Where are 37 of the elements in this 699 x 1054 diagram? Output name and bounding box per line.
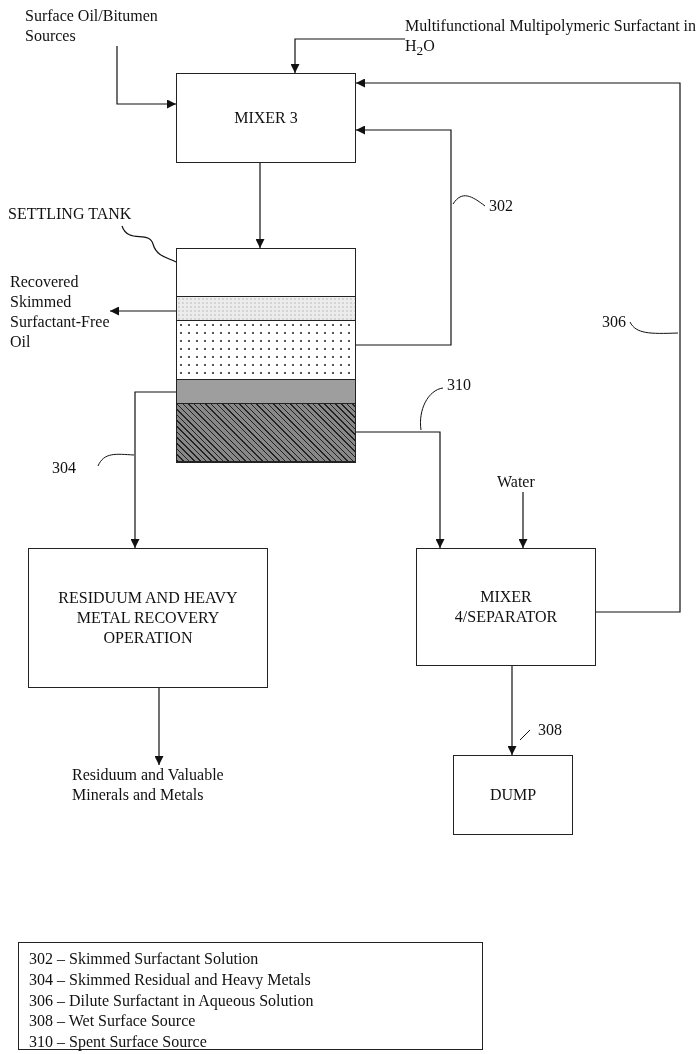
flow-label: Surface Oil/Bitumen Sources: [25, 6, 175, 46]
key-entry: 306 – Dilute Surfactant in Aqueous Solution: [29, 990, 314, 1012]
settling-tank: [176, 248, 356, 463]
key-entry: 304 – Skimmed Residual and Heavy Metals: [29, 969, 311, 991]
flow-arrow: [354, 431, 445, 549]
flow-arrow: [154, 687, 164, 766]
process-box: [176, 73, 356, 163]
key-entry: 310 – Spent Surface Source: [29, 1032, 207, 1053]
box-label: MIXER 4/SEPARATOR: [453, 587, 559, 627]
flow-arrow: [255, 162, 265, 249]
flow-arrow: [354, 125, 452, 346]
key-entry: 308 – Wet Surface Source: [29, 1011, 196, 1032]
tank-layer: [177, 380, 355, 404]
flow-arrow: [355, 78, 681, 613]
flow-label: SETTLING TANK: [8, 204, 180, 226]
box-label: RESIDUUM AND HEAVY METAL RECOVERY OPERATION: [57, 588, 239, 648]
flow-arrow: [518, 491, 528, 549]
process-box: [28, 548, 268, 688]
flow-label: Water: [497, 472, 547, 492]
flow-arrow: [290, 38, 406, 74]
tank-layer: [177, 297, 355, 321]
key-entry: 302 – Skimmed Surfactant Solution: [29, 949, 259, 969]
box-label: MIXER 3: [234, 108, 298, 128]
flow-arrow: [130, 391, 178, 549]
process-box: [416, 548, 596, 666]
flow-arrow: [116, 45, 177, 109]
flow-arrow: [109, 306, 178, 316]
process-box: [453, 755, 573, 835]
key-box: [18, 942, 483, 1050]
flow-label: Multifunctional Multipolymeric Surfactant in H$_{2}$O: [405, 16, 699, 62]
flow-label: Recovered Skimmed Surfactant-Free Oil: [10, 272, 110, 356]
tank-layer: [177, 404, 355, 462]
leader-line: [121, 225, 177, 263]
flow-arrow: [507, 665, 517, 756]
flow-label: Residuum and Valuable Minerals and Metals: [72, 765, 242, 829]
box-label: DUMP: [489, 785, 537, 805]
tank-layer: [177, 321, 355, 380]
